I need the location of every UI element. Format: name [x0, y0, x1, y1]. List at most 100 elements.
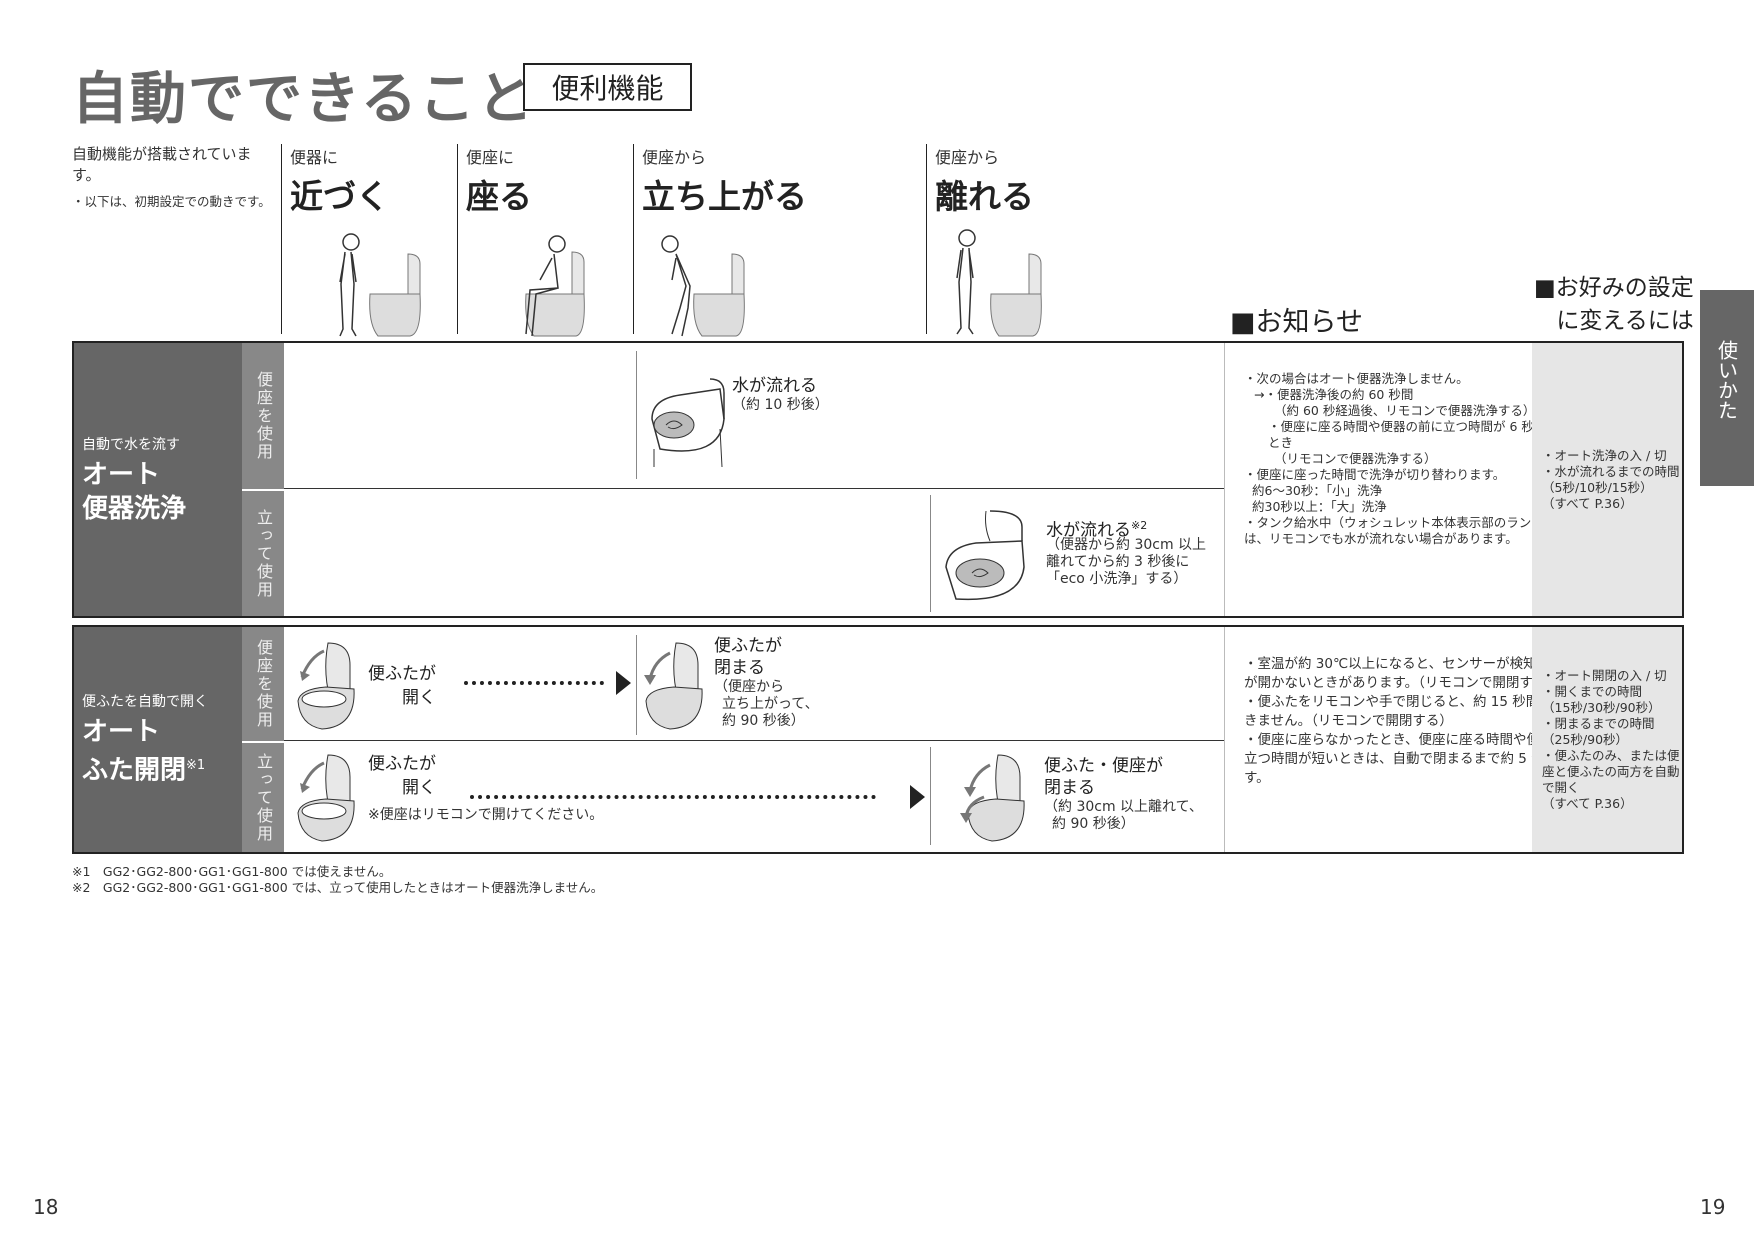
- person-standing-near-toilet-icon: [339, 233, 421, 337]
- step-stand-up: 便座から 立ち上がる: [633, 144, 925, 337]
- person-sitting-on-toilet-icon: [525, 235, 585, 337]
- section-title: オート: [82, 717, 161, 748]
- toilet-bowl-eco-flush-icon: [945, 510, 1025, 601]
- stand-flush-caption-text: 水が流れる: [1046, 520, 1131, 541]
- step-approach: 便器に 近づく: [281, 144, 456, 337]
- footnotes: ※1 GG2･GG2-800･GG1･GG1-800 では使えません。 ※2 G…: [72, 864, 972, 896]
- stand-lid-close-subcaption: （約 30cm 以上離れて、 約 90 秒後）: [1044, 799, 1203, 833]
- notice-line: 約30秒以上：「大」洗浄: [1252, 499, 1387, 514]
- lid-close-subcaption: （便座から 立ち上がって、 約 90 秒後）: [714, 679, 819, 730]
- preference-line: ・便ふたのみ、または便座と便ふたの両方を自動で開く: [1542, 747, 1680, 795]
- toilet-lid-seat-closing-icon: [960, 754, 1025, 842]
- notice-line: ・便座に座った時間で洗浄が切り替わります。: [1244, 467, 1506, 482]
- preference-line: （25秒/90秒）: [1542, 731, 1629, 747]
- preference-line: （15秒/30秒/90秒）: [1542, 699, 1661, 715]
- step-sit: 便座に 座る: [457, 144, 632, 337]
- notice-line: ・便座に座る時間や便器の前に立つ時間が 6 秒未満※2 のとき: [1268, 419, 1594, 450]
- step-big-label: 近づく: [290, 177, 389, 216]
- subcaption-line: 「eco 小洗浄」する）: [1046, 571, 1188, 587]
- preference-line: ・開くまでの時間: [1542, 683, 1643, 699]
- sit-flush-caption: 水が流れる: [732, 376, 817, 396]
- section-title: ふた開閉: [82, 755, 187, 786]
- toilet-lid-opening-icon: [297, 754, 355, 842]
- preference-line: ・オート洗浄の入 / 切: [1542, 447, 1667, 463]
- notice-line: ・便座に座らなかったとき、便座に座る時間や便器の前に立つ時間が短いときは、自動で…: [1244, 732, 1599, 786]
- preference-column-heading: ■お好みの設定 に変えるには: [1534, 272, 1694, 338]
- notice-line: （約 60 秒経過後、リモコンで便器洗浄する）: [1274, 403, 1536, 418]
- preference-line: ・オート開閉の入 / 切: [1542, 667, 1667, 683]
- step-small-label: 便座に: [466, 148, 515, 167]
- step-big-label: 立ち上がる: [642, 177, 807, 216]
- subcaption-line: （約 30cm 以上離れて、: [1044, 799, 1203, 815]
- section-subtitle: 自動で水を流す: [82, 436, 180, 453]
- footnote: ※1 GG2･GG2-800･GG1･GG1-800 では使えません。: [72, 864, 392, 879]
- notice-line: 約6～30秒：「小」洗浄: [1252, 483, 1383, 498]
- step-small-label: 便器に: [290, 148, 339, 167]
- row-label-seat: 便座を使用: [242, 343, 284, 489]
- intro-note: ・以下は、初期設定での動きです。: [72, 194, 271, 209]
- preference-line: （5秒/10秒/15秒）: [1542, 479, 1653, 495]
- stand-flush-caption: 水が流れる※2: [1046, 515, 1147, 542]
- notice-line: ・室温が約 30℃以上になると、センサーが検知せず便ふたが開かないときがあります…: [1244, 656, 1605, 691]
- auto-lid-preferences: ・オート開閉の入 / 切 ・開くまでの時間 （15秒/30秒/90秒） ・閉まる…: [1532, 627, 1682, 852]
- step-small-label: 便座から: [935, 148, 1000, 167]
- caption-line: 閉まる: [1044, 778, 1095, 798]
- row-label-standing: 立って使用: [242, 489, 284, 616]
- auto-lid-notice: ・室温が約 30℃以上になると、センサーが検知せず便ふたが開かないときがあります…: [1244, 655, 1606, 788]
- auto-lid-section: 便ふたを自動で開く オート ふた開閉※1 便座を使用 立って使用 便ふたが 開く…: [72, 625, 1684, 854]
- caption-line: 閉まる: [714, 658, 765, 678]
- arrow-right-icon: [616, 671, 631, 695]
- auto-flush-section: 自動で水を流す オート 便器洗浄 便座を使用 立って使用 水が流れる （約 10…: [72, 341, 1684, 618]
- lid-close-caption: 便ふたが 閉まる: [714, 635, 782, 679]
- row-label-standing: 立って使用: [242, 741, 284, 852]
- footnote: ※2 GG2･GG2-800･GG1･GG1-800 では、立って使用したときは…: [72, 880, 604, 895]
- preference-line: （すべて P.36）: [1542, 495, 1633, 511]
- section-subtitle: 便ふたを自動で開く: [82, 694, 208, 711]
- row-label-seat: 便座を使用: [242, 627, 284, 741]
- toilet-lid-closing-icon: [644, 642, 703, 730]
- lid-open-caption: 便ふたが: [368, 664, 436, 684]
- toilet-bowl-flushing-icon: [651, 378, 725, 468]
- subcaption-line: 立ち上がって、: [722, 696, 819, 712]
- subcaption-line: （便器から約 30cm 以上: [1046, 537, 1207, 553]
- caption-line: 便ふたが: [714, 636, 782, 656]
- toilet-lid-opening-icon: [297, 642, 355, 730]
- auto-flush-preferences: ・オート洗浄の入 / 切 ・水が流れるまでの時間 （5秒/10秒/15秒） （す…: [1532, 343, 1682, 616]
- stand-lid-close-caption: 便ふた・便座が 閉まる: [1044, 755, 1163, 799]
- preference-line: （すべて P.36）: [1542, 795, 1633, 811]
- step-big-label: 離れる: [935, 177, 1034, 216]
- page-number-right: 19: [1700, 1195, 1726, 1219]
- stand-lid-open-caption: 開く: [402, 778, 436, 798]
- section-title: オート: [82, 459, 161, 490]
- category-badge: 便利機能: [523, 63, 692, 111]
- subcaption-line: （便座から: [714, 679, 784, 695]
- notice-line: ・タンク給水中（ウォシュレット本体表示部のランプ点滅中）は、リモコンでも水が流れ…: [1244, 515, 1594, 546]
- notice-line: （リモコンで便器洗浄する）: [1274, 451, 1437, 466]
- preference-line: ・閉まるまでの時間: [1542, 715, 1655, 731]
- section-side-tab[interactable]: 使いかた: [1700, 290, 1754, 486]
- subcaption-line: 約 90 秒後）: [722, 713, 805, 729]
- notice-line: ・次の場合はオート便器洗浄しません。: [1244, 371, 1469, 386]
- auto-lid-label: 便ふたを自動で開く オート ふた開閉※1: [74, 627, 242, 852]
- stand-lid-note: ※便座はリモコンで開けてください。: [368, 807, 604, 823]
- intro-text: 自動機能が搭載されています。: [72, 145, 252, 184]
- step-small-label: 便座から: [642, 148, 707, 167]
- section-title: 便器洗浄: [82, 493, 187, 524]
- caption-line: 便ふた・便座が: [1044, 756, 1163, 776]
- preference-line: ・水が流れるまでの時間: [1542, 463, 1680, 479]
- sit-flush-subcaption: （約 10 秒後）: [732, 397, 829, 413]
- subcaption-line: 離れてから約 3 秒後に: [1046, 554, 1190, 570]
- page-number-left: 18: [33, 1195, 59, 1219]
- footnote-mark: ※1: [186, 758, 206, 774]
- arrow-right-icon: [910, 785, 925, 809]
- subcaption-line: 約 90 秒後）: [1052, 816, 1135, 832]
- footnote-mark: ※2: [1131, 519, 1148, 532]
- notice-column-heading: ■お知らせ: [1230, 307, 1363, 338]
- person-standing-up-icon: [661, 235, 745, 337]
- notice-line: →・便器洗浄後の約 60 秒間: [1254, 387, 1414, 402]
- stand-lid-open-caption: 便ふたが: [368, 754, 436, 774]
- preference-heading-line: ■お好みの設定: [1534, 275, 1694, 301]
- notice-line: ・便ふたをリモコンや手で閉じると、約 15 秒間自動で開きません。（リモコンで開…: [1244, 694, 1594, 729]
- preference-heading-line: に変えるには: [1556, 308, 1694, 334]
- auto-flush-notice: ・次の場合はオート便器洗浄しません。 →・便器洗浄後の約 60 秒間 （約 60…: [1244, 371, 1606, 547]
